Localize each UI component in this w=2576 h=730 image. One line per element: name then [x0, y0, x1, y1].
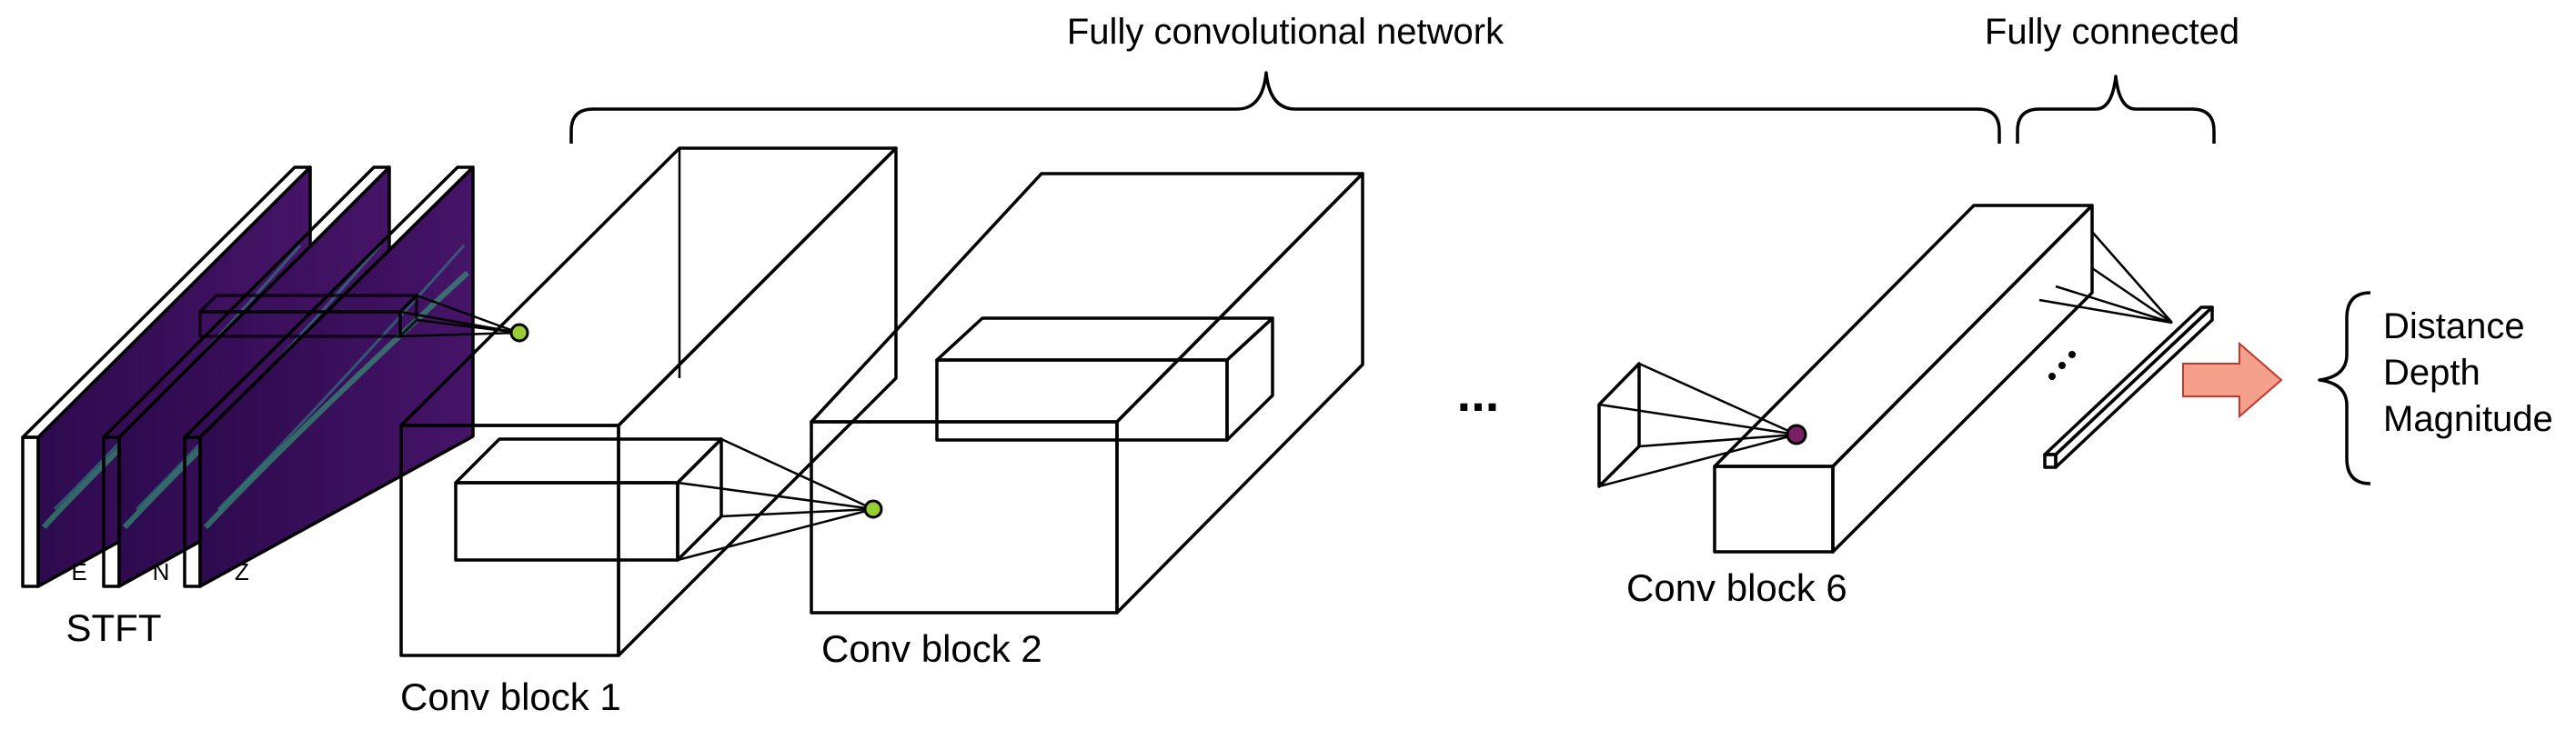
fully-connected-label: Fully connected [1985, 12, 2239, 52]
conv-block-2-filter [935, 316, 1274, 442]
stft-spectrograms: E N Z STFT [21, 165, 529, 649]
spectrogram-z [183, 165, 475, 588]
channel-z-label: Z [235, 558, 249, 585]
fc-ellipsis-dots [2048, 351, 2076, 380]
conv-block-1-filter [454, 437, 723, 562]
conv2-neuron-dot [863, 499, 883, 519]
blocks-ellipsis: ... [1457, 365, 1500, 422]
conv-block-6-label: Conv block 6 [1626, 566, 1847, 609]
outputs-brace [2318, 291, 2371, 485]
output-depth: Depth [2383, 353, 2480, 393]
channel-n-label: N [153, 558, 170, 585]
conv-block-2-label: Conv block 2 [821, 627, 1042, 670]
output-distance: Distance [2383, 306, 2525, 346]
stft-label: STFT [66, 606, 162, 649]
output-arrow [2182, 341, 2283, 419]
conv-block-1 [399, 146, 898, 657]
fully-connected-layer [2038, 231, 2214, 469]
output-magnitude: Magnitude [2383, 399, 2553, 439]
fully-convolutional-brace [569, 71, 2001, 144]
conv-block-1-label: Conv block 1 [400, 675, 621, 718]
fully-convolutional-label: Fully convolutional network [1067, 12, 1504, 52]
fully-connected-brace [2016, 75, 2216, 144]
channel-e-label: E [71, 558, 86, 585]
conv-block-6-input-patch [1597, 362, 1641, 488]
conv-block-2 [810, 172, 1364, 615]
conv1-neuron-dot [509, 323, 529, 343]
conv6-neuron-dot [1786, 424, 1807, 445]
conv-block-6 [1597, 204, 2094, 554]
